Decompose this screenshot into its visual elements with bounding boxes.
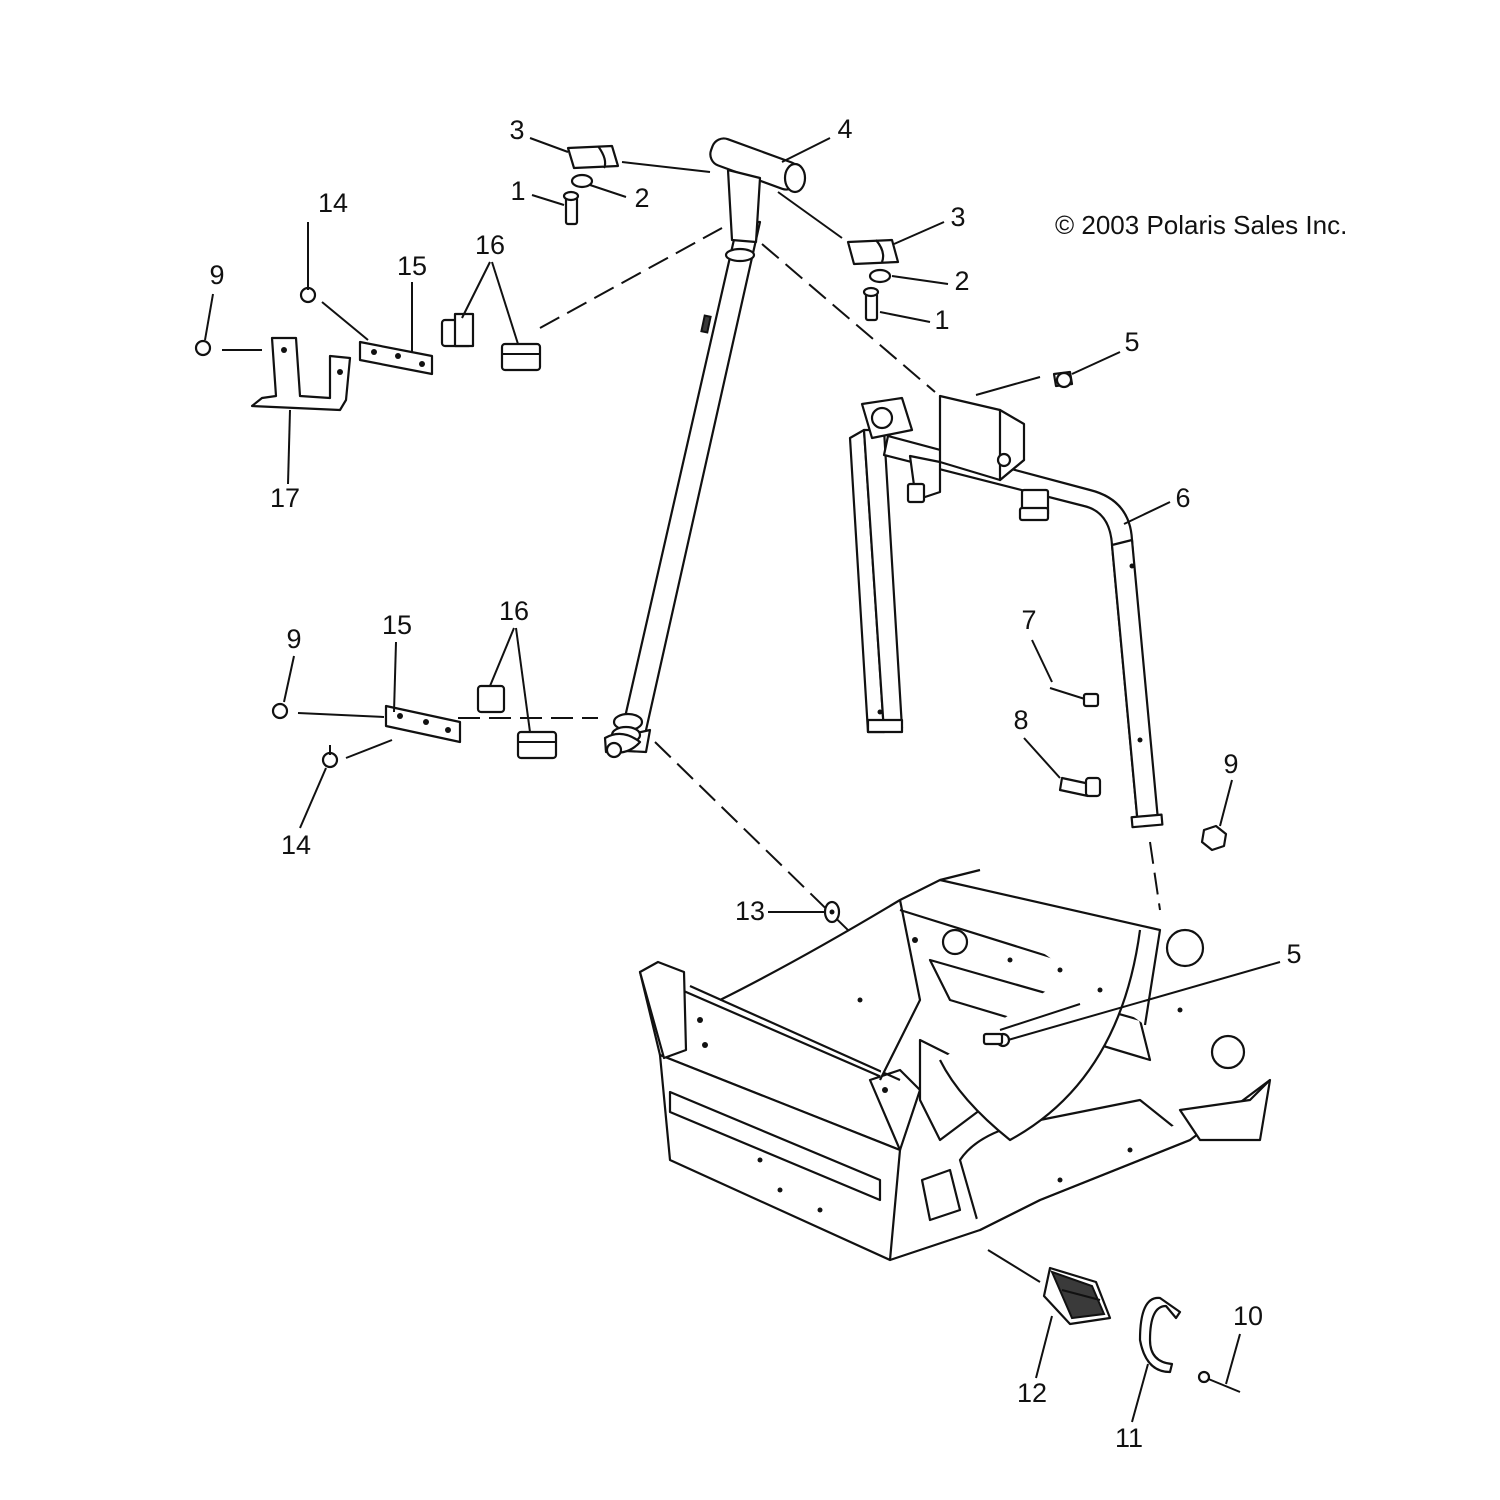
mount-bracket-17	[250, 336, 352, 412]
lower-strap-15	[384, 704, 462, 744]
callout-2-top: 2	[634, 183, 649, 213]
callout-4: 4	[837, 114, 852, 144]
callout-8: 8	[1013, 705, 1028, 735]
bolt-8	[1058, 776, 1102, 798]
callout-7: 7	[1021, 605, 1036, 635]
lower-bushings-16	[476, 684, 558, 760]
callout-6: 6	[1175, 483, 1190, 513]
clamp-ring-11	[1138, 1296, 1182, 1374]
lower-screw-14	[321, 739, 393, 769]
bolt-7	[1049, 687, 1100, 708]
assembly-lines	[458, 161, 1161, 933]
washer-13	[823, 900, 841, 924]
callout-11: 11	[1115, 1423, 1143, 1453]
callout-3-right: 3	[950, 202, 965, 232]
callout-9-left-top: 9	[209, 260, 224, 290]
boot-12	[987, 1249, 1112, 1326]
pin-10	[1197, 1370, 1241, 1393]
callout-5-upper: 5	[1124, 327, 1139, 357]
steering-post	[603, 137, 807, 759]
frame-chassis	[638, 868, 1272, 1262]
callout-15-bottom: 15	[382, 610, 412, 640]
upper-strap-15	[358, 340, 434, 376]
upper-screw-14	[299, 280, 369, 341]
callout-1-right: 1	[934, 305, 949, 335]
upper-right-clamp	[846, 238, 900, 322]
copyright-notice: © 2003 Polaris Sales Inc.	[1055, 210, 1348, 240]
bolt-5-upper	[1052, 370, 1074, 389]
callout-14-top: 14	[318, 188, 348, 218]
callout-13: 13	[735, 896, 765, 926]
callout-16-bottom: 16	[499, 596, 529, 626]
callout-16-top: 16	[475, 230, 505, 260]
upper-bushings-16	[440, 312, 542, 372]
leader-lines	[204, 137, 1281, 1423]
callout-17: 17	[270, 483, 300, 513]
callout-5-lower: 5	[1286, 939, 1301, 969]
callout-9-right: 9	[1223, 749, 1238, 779]
callout-14-bottom: 14	[281, 830, 311, 860]
callout-3-top: 3	[509, 115, 524, 145]
callout-2-right: 2	[954, 266, 969, 296]
callout-12: 12	[1017, 1378, 1047, 1408]
callout-15-top: 15	[397, 251, 427, 281]
support-hoop-6	[848, 394, 1164, 829]
lower-nut-9	[271, 702, 385, 720]
nut-9-right	[1200, 824, 1228, 852]
callout-1-top: 1	[510, 176, 525, 206]
callout-10: 10	[1233, 1301, 1263, 1331]
upper-nut-9	[194, 339, 262, 357]
upper-left-clamp	[562, 144, 620, 226]
callout-labels: 1 2 3 4 3 2 1 5 6 7 8 9 14 9 15 16 17 9 …	[209, 114, 1301, 1453]
callout-9-left-bottom: 9	[286, 624, 301, 654]
